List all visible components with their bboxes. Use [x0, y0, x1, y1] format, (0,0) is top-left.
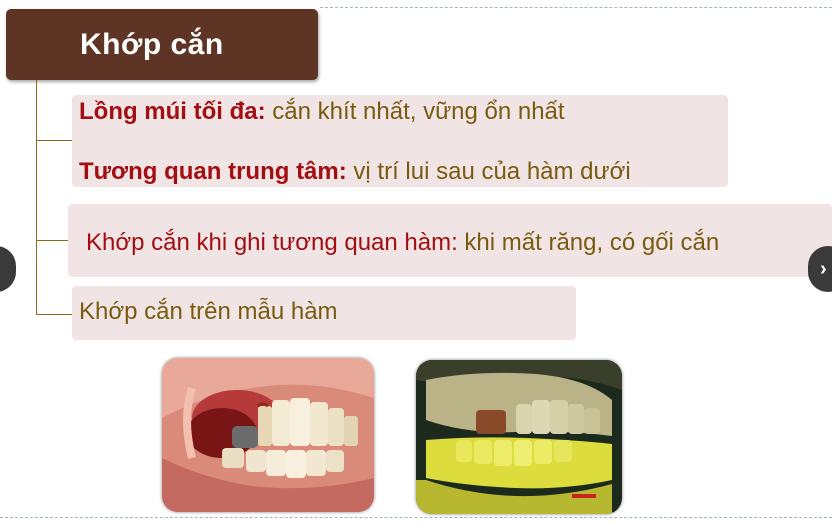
item-label: Tương quan trung tâm: — [79, 158, 347, 185]
title-box: Khớp cắn — [6, 9, 318, 80]
tree-connector-branch-2 — [36, 240, 68, 241]
item-text: khi mất răng, có gối cắn — [457, 229, 720, 256]
tree-connector-branch-1 — [36, 140, 72, 141]
item-jaw-relation-record: Khớp cắn khi ghi tương quan hàm: khi mất… — [86, 229, 719, 257]
intraoral-teeth-photo — [162, 358, 374, 512]
item-cast-occlusion: Khớp cắn trên mẫu hàm — [79, 298, 338, 326]
prev-slide-button[interactable] — [0, 246, 16, 292]
bottom-dashed-divider — [0, 517, 832, 518]
item-box-definitions — [72, 95, 728, 187]
item-max-intercuspation: Lồng múi tối đa: cắn khít nhất, vững ổn … — [79, 98, 565, 126]
dental-cast-model-photo — [416, 360, 622, 514]
tree-connector-vertical — [36, 80, 37, 314]
item-box-jaw-relation — [68, 204, 832, 277]
chevron-right-icon: › — [820, 257, 827, 280]
item-text: vị trí lui sau của hàm dưới — [346, 158, 631, 185]
top-dashed-divider — [320, 7, 832, 8]
item-box-cast-model — [72, 286, 576, 340]
item-centric-relation: Tương quan trung tâm: vị trí lui sau của… — [79, 158, 631, 186]
next-slide-button[interactable]: › — [808, 246, 832, 292]
item-text: Khớp cắn trên mẫu hàm — [79, 298, 338, 325]
slide-title: Khớp cắn — [80, 27, 224, 61]
item-label: Lồng múi tối đa: — [79, 98, 266, 125]
item-label: Khớp cắn khi ghi tương quan hàm: — [86, 229, 458, 256]
item-text: cắn khít nhất, vững ổn nhất — [265, 98, 565, 125]
tree-connector-branch-3 — [36, 314, 72, 315]
